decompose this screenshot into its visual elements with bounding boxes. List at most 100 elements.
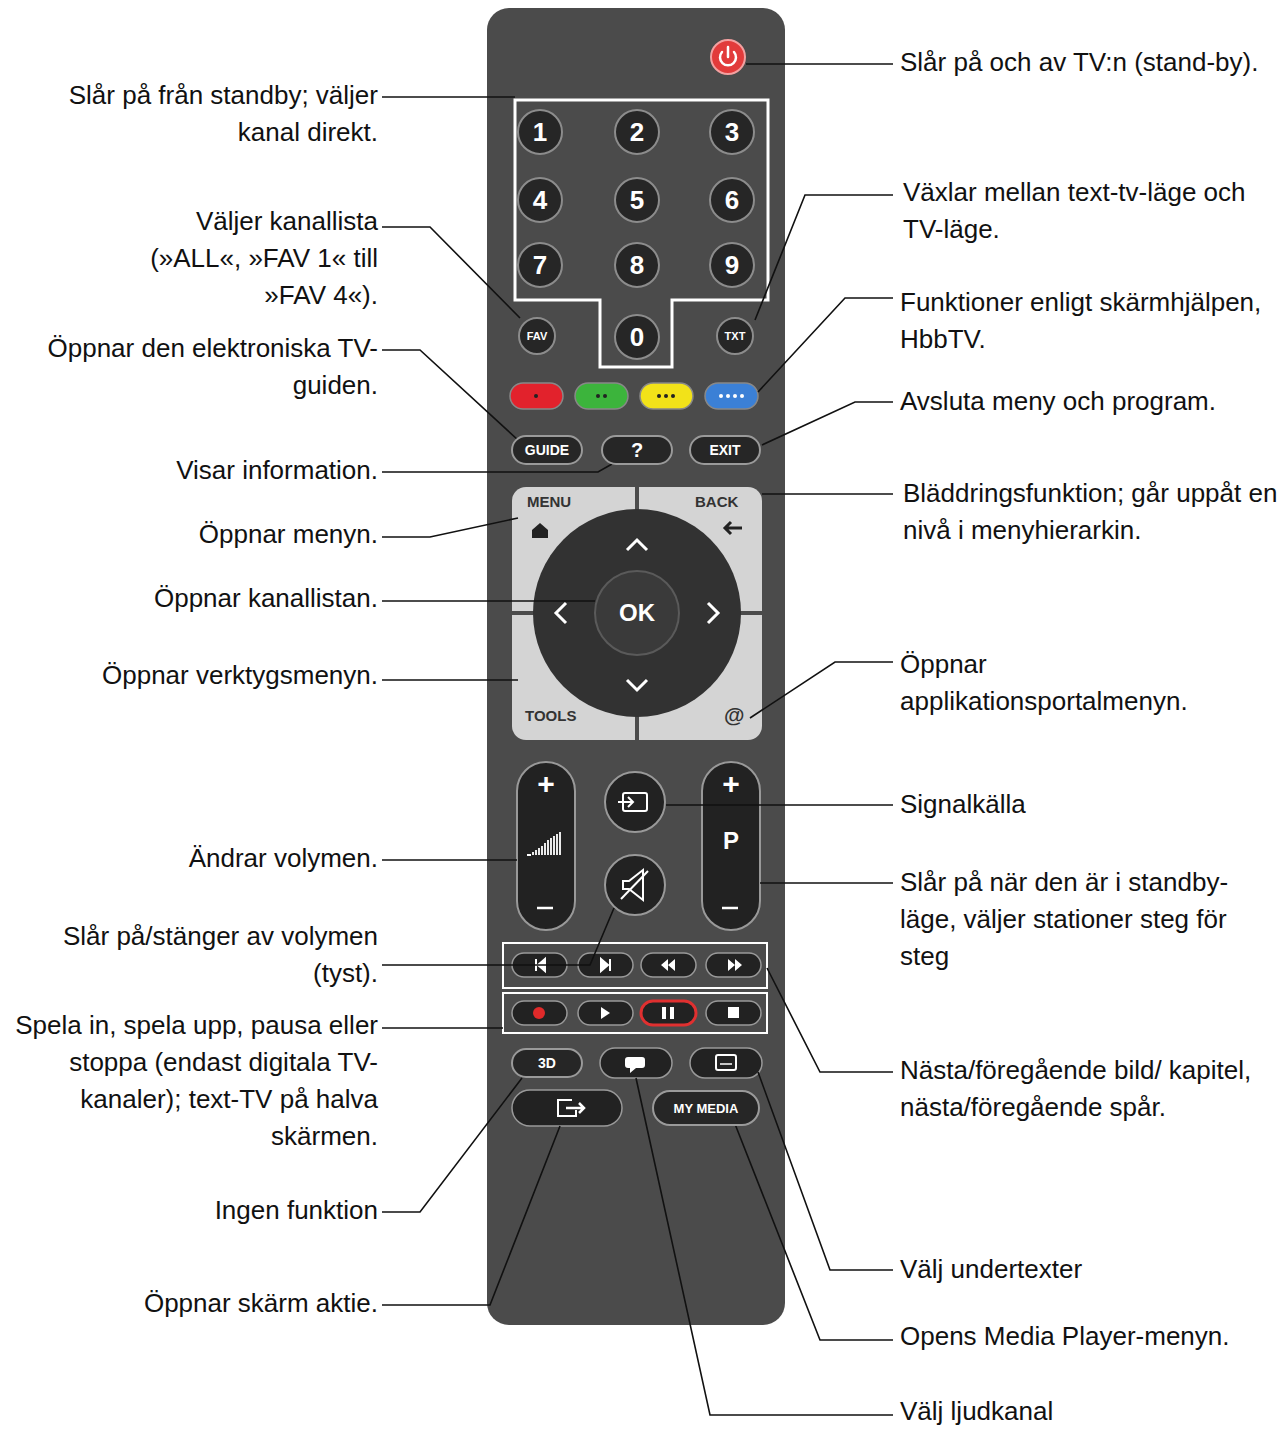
callout-text: Öppnar menyn. (118, 516, 378, 553)
button-text: GUIDE (525, 442, 569, 458)
power-icon (720, 47, 736, 65)
digit-button: 0 (614, 314, 660, 360)
label-text: Bläddringsfunktion; går uppåt en nivå i … (903, 478, 1277, 545)
callout-text: Avsluta meny och program. (900, 383, 1278, 420)
leader-line (382, 1027, 503, 1029)
callout-text: Visar information. (118, 452, 378, 489)
label-text: Öppnar menyn. (199, 519, 378, 549)
callout-text: Öppnar applikationsportalmenyn. (900, 646, 1276, 720)
label-text: Öppnar skärm aktie. (144, 1288, 378, 1318)
callout-text: Opens Media Player-menyn. (900, 1318, 1280, 1355)
label-text: Växlar mellan text-tv-läge och TV-läge. (903, 177, 1245, 244)
leader-line (382, 464, 612, 472)
leader-line (382, 859, 517, 861)
digit-button: 1 (517, 109, 563, 155)
callout-text: Välj ljudkanal (900, 1393, 1276, 1430)
button-text: FAV (527, 330, 548, 342)
txt-button: TXT (716, 317, 754, 355)
digit-button: 4 (517, 177, 563, 223)
my-media-button: MY MEDIA (652, 1090, 760, 1126)
label-text: + (537, 767, 555, 800)
info-button: ? (601, 435, 673, 465)
button-text: 3 (725, 117, 739, 148)
leader-line (382, 1078, 522, 1212)
digit-button: 3 (709, 109, 755, 155)
label-text: Öppnar verktygsmenyn. (102, 660, 378, 690)
leader-line (382, 908, 614, 965)
callout-text: Öppnar verktygsmenyn. (38, 657, 378, 694)
label-text: Välj undertexter (900, 1254, 1082, 1284)
digit-button: 5 (614, 177, 660, 223)
label-text: Slår på och av TV:n (stand-by). (900, 47, 1258, 77)
navigation-pad (512, 487, 762, 740)
leader-line (762, 493, 893, 495)
callout-text: Nästa/föregående bild/ kapitel, nästa/fö… (900, 1052, 1280, 1126)
volume-and-program-rockers (517, 762, 760, 930)
callout-text: Öppnar den elektroniska TV-guiden. (38, 330, 378, 404)
callout-text: Välj undertexter (900, 1251, 1276, 1288)
button-text: 9 (725, 250, 739, 281)
color-buttons (510, 383, 758, 409)
label-text: BACK (695, 493, 738, 510)
leader-line (666, 804, 893, 806)
button-text: 3D (538, 1055, 556, 1071)
leader-line (755, 195, 893, 320)
remote-body (487, 8, 785, 1325)
label-text: Väljer kanallista (»ALL«, »FAV 1« till »… (150, 206, 378, 310)
label-text: Slår på när den är i standby-läge, välje… (900, 867, 1228, 971)
program-key-text: P (716, 827, 746, 856)
label-text: P (723, 827, 739, 854)
label-text: Öppnar kanallistan. (154, 583, 378, 613)
callout-text: Signalkälla (900, 786, 1276, 823)
button-text: 2 (630, 117, 644, 148)
tools-key-text: TOOLS (525, 707, 595, 725)
digit-button: 8 (614, 242, 660, 288)
label-text: @ (724, 703, 744, 726)
label-text: TOOLS (525, 707, 576, 724)
leader-line (382, 1126, 560, 1305)
label-text: Signalkälla (900, 789, 1026, 819)
leader-line (636, 1078, 893, 1415)
label-text: Ändrar volymen. (189, 843, 378, 873)
label-text: Nästa/föregående bild/ kapitel, nästa/fö… (900, 1055, 1251, 1122)
callout-text: Slår på när den är i standby-läge, välje… (900, 864, 1280, 975)
3d-button: 3D (511, 1048, 583, 1078)
label-text: + (722, 767, 740, 800)
label-text: Öppnar applikationsportalmenyn. (900, 649, 1188, 716)
label-text: MENU (527, 493, 571, 510)
leader-line (382, 227, 520, 318)
label-text: Avsluta meny och program. (900, 386, 1216, 416)
button-text: 0 (630, 322, 644, 353)
transport-buttons (503, 943, 767, 1033)
button-text: EXIT (709, 442, 740, 458)
leader-line (750, 662, 893, 718)
program-plus-text: + (716, 766, 746, 802)
leader-line (762, 402, 893, 445)
bottom-buttons (512, 1048, 762, 1126)
leader-line (758, 1072, 893, 1270)
button-text: ? (631, 439, 643, 462)
label-text: Opens Media Player-menyn. (900, 1321, 1229, 1351)
button-text: 4 (533, 185, 547, 216)
leader-line (382, 518, 518, 537)
button-text: MY MEDIA (674, 1101, 739, 1116)
callout-text: Slår på/stänger av volymen (tyst). (6, 918, 378, 992)
label-text: Funktioner enligt skärmhjälpen, HbbTV. (900, 287, 1261, 354)
leader-line (760, 882, 893, 884)
label-text: Ingen funktion (215, 1195, 378, 1225)
label-text: Visar information. (176, 455, 378, 485)
callout-text: Öppnar skärm aktie. (48, 1285, 378, 1322)
leader-line (746, 63, 893, 65)
guide-button: GUIDE (511, 435, 583, 465)
button-text: 7 (533, 250, 547, 281)
callout-text: Spela in, spela upp, pausa eller stoppa … (6, 1007, 378, 1155)
leader-line (382, 679, 518, 681)
callout-text: Väljer kanallista (»ALL«, »FAV 1« till »… (118, 203, 378, 314)
menu-key-text: MENU (527, 493, 587, 511)
leader-line (382, 600, 595, 602)
portal-key-text: @ (724, 702, 754, 727)
callout-text: Växlar mellan text-tv-läge och TV-läge. (903, 174, 1279, 248)
fav-button: FAV (518, 317, 556, 355)
label-text: Slår på från standby; väljer kanal direk… (69, 80, 378, 147)
back-key-text: BACK (695, 493, 755, 511)
